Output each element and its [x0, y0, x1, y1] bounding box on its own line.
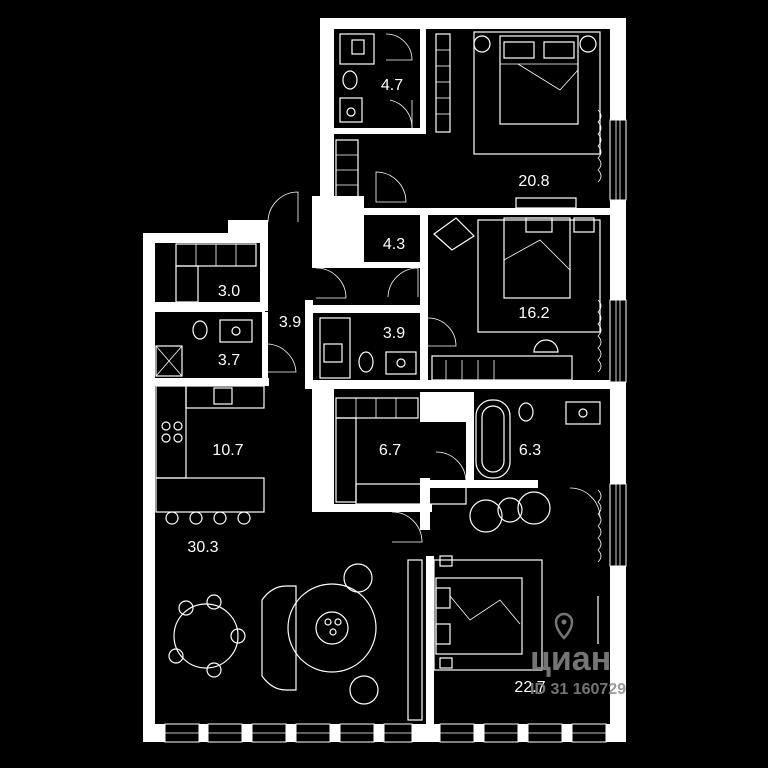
laundry-furniture	[155, 319, 253, 377]
bedroom-2-furniture	[431, 217, 602, 381]
storage-furniture	[175, 243, 257, 303]
living-furniture	[168, 559, 423, 721]
wardrobe-furniture	[335, 397, 467, 505]
area-label-bath-master: 4.7	[381, 77, 403, 94]
bath-master-furniture	[339, 33, 375, 123]
watermark-brand: циан	[530, 640, 611, 678]
area-label-wardrobe: 6.7	[379, 442, 401, 459]
area-label-kitchen: 10.7	[212, 442, 243, 459]
area-label-storage: 3.0	[218, 283, 240, 300]
room-labels: 4.7 20.8 4.3 16.2 3.0 3.9 3.9 3.7 10.7 6…	[187, 77, 549, 696]
master-bedroom-furniture	[335, 31, 602, 209]
bath-2-furniture	[475, 399, 601, 479]
doors	[267, 33, 601, 543]
area-label-bedroom-2: 16.2	[518, 305, 549, 322]
area-label-corridor: 3.9	[279, 314, 301, 331]
interior-walls	[155, 29, 625, 726]
windows-right	[609, 119, 627, 567]
kitchen-furniture	[155, 385, 265, 525]
area-label-hall-small: 4.3	[383, 236, 405, 253]
area-label-bedroom-3: 22.7	[514, 679, 545, 696]
area-label-bedroom-master: 20.8	[518, 173, 549, 190]
area-label-wc: 3.9	[383, 325, 405, 342]
windows-bottom	[164, 723, 607, 743]
watermark-id: ID 31 160729	[530, 681, 626, 698]
bedroom-3-furniture	[433, 489, 602, 671]
watermark: циан ID 31 160729	[530, 612, 626, 698]
area-label-living: 30.3	[187, 539, 218, 556]
map-pin-icon	[554, 612, 574, 640]
area-label-laundry: 3.7	[218, 352, 240, 369]
area-label-bath-2: 6.3	[519, 442, 541, 459]
wc-furniture	[319, 317, 417, 379]
